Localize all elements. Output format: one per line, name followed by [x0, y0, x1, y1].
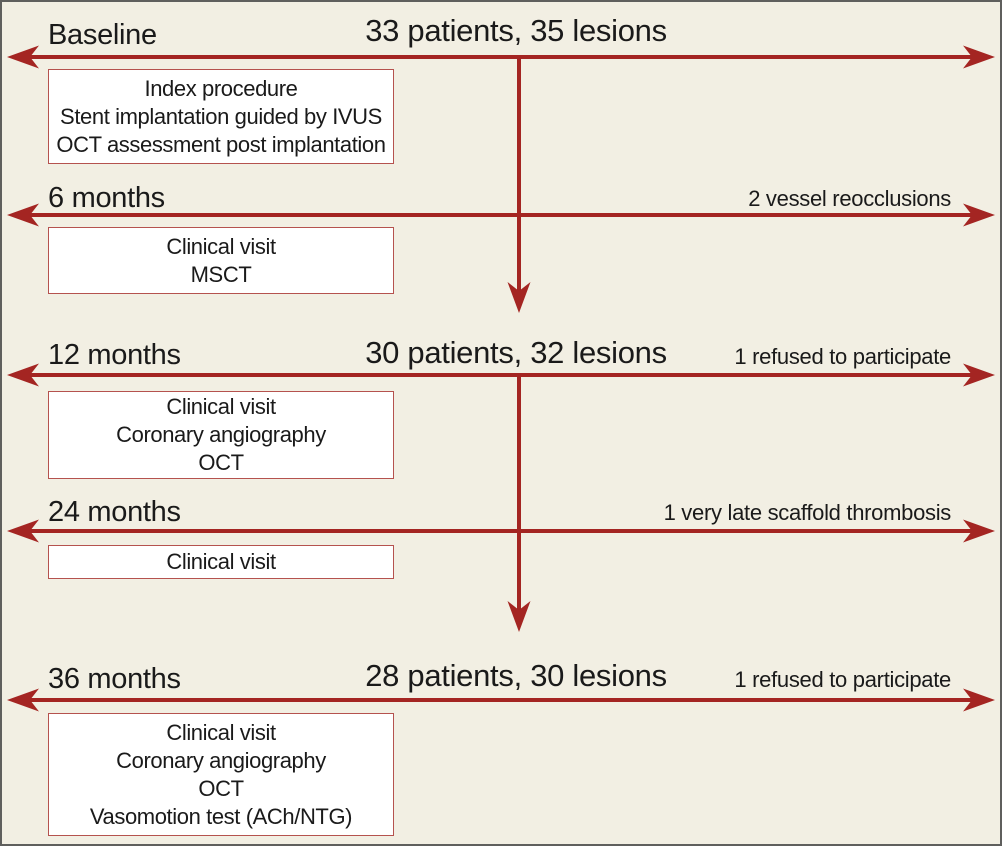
event-label-36-months: 1 refused to participate: [734, 667, 951, 692]
procedure-text: MSCT: [190, 261, 252, 287]
patient-count-baseline: 33 patients, 35 lesions: [365, 13, 667, 48]
procedure-box-baseline: Index procedure Stent implantation guide…: [48, 69, 394, 164]
procedure-text: OCT: [198, 450, 244, 475]
event-label-12-months: 1 refused to participate: [734, 344, 951, 369]
procedure-text: Stent implantation guided by IVUS: [60, 103, 382, 129]
timeline-label-24-months: 24 months: [48, 496, 181, 528]
procedure-text: Coronary angiography: [116, 422, 326, 447]
procedure-box-12-months: Clinical visit Coronary angiography OCT: [48, 391, 394, 479]
procedure-box-36-months: Clinical visit Coronary angiography OCT …: [48, 713, 394, 836]
procedure-box-24-months: Clinical visit: [48, 545, 394, 579]
flow-arrow-12-to-36-months: [507, 375, 531, 632]
procedure-text: Vasomotion test (ACh/NTG): [89, 803, 353, 829]
patient-count-36-months: 28 patients, 30 lesions: [365, 658, 667, 693]
timeline-label-6-months: 6 months: [48, 182, 165, 214]
procedure-text: OCT: [198, 775, 244, 801]
event-label-6-months: 2 vessel reocclusions: [748, 186, 951, 211]
event-label-24-months: 1 very late scaffold thrombosis: [663, 500, 952, 525]
timeline-label-12-months: 12 months: [48, 339, 181, 371]
timeline-label-baseline: Baseline: [48, 19, 157, 51]
flow-arrow-baseline-to-12-months: [507, 59, 531, 313]
procedure-text: Clinical visit: [166, 394, 276, 419]
patient-count-12-months: 30 patients, 32 lesions: [365, 335, 667, 370]
procedure-text: Index procedure: [144, 75, 298, 101]
procedure-text: Clinical visit: [166, 549, 276, 574]
procedure-text: Coronary angiography: [116, 747, 326, 773]
procedure-box-6-months: Clinical visit MSCT: [48, 227, 394, 294]
procedure-text: Clinical visit: [166, 233, 276, 259]
procedure-text: Clinical visit: [166, 719, 276, 745]
timeline-label-36-months: 36 months: [48, 663, 181, 695]
procedure-text: OCT assessment post implantation: [56, 131, 386, 157]
